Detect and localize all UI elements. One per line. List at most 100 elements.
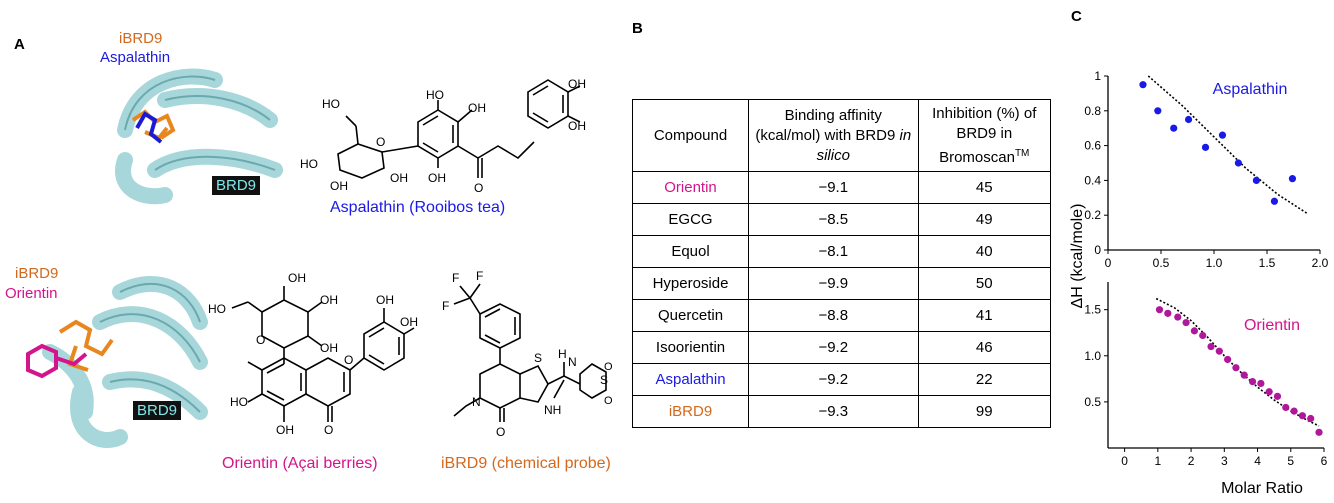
fit-curve xyxy=(1147,75,1308,215)
atom-label: S xyxy=(534,351,542,365)
cell-inhibition: 40 xyxy=(917,235,1051,268)
y-tick-label: 0.2 xyxy=(1084,208,1101,222)
atom-label: O xyxy=(474,181,483,194)
atom-label: OH xyxy=(320,341,338,355)
y-tick-label: 1.0 xyxy=(1084,349,1101,363)
data-point xyxy=(1139,81,1147,89)
cell-affinity: −9.1 xyxy=(748,171,919,204)
atom-label: O xyxy=(324,423,333,437)
top-probe-label: iBRD9 xyxy=(119,30,163,47)
cell-compound: Quercetin xyxy=(631,299,750,332)
data-point xyxy=(1315,428,1323,436)
y-tick-label: 0.5 xyxy=(1084,395,1101,409)
fit-curve xyxy=(1155,297,1320,427)
atom-label: HO xyxy=(230,395,248,409)
atom-label: O xyxy=(376,135,385,149)
header-compound: Compound xyxy=(631,99,750,172)
atom-label: O xyxy=(604,395,613,407)
y-tick-label: 0 xyxy=(1094,243,1101,257)
x-tick-label: 4 xyxy=(1254,454,1261,468)
x-tick-label: 2 xyxy=(1188,454,1195,468)
cell-affinity: −9.2 xyxy=(748,363,919,396)
bottom-protein-label: BRD9 xyxy=(133,401,182,420)
y-tick-label: 0.8 xyxy=(1084,104,1101,118)
orientin-caption: Orientin (Açai berries) xyxy=(222,455,378,472)
cell-compound: Isoorientin xyxy=(631,331,750,364)
data-point xyxy=(1240,371,1248,379)
x-tick-label: 6 xyxy=(1321,454,1328,468)
atom-label: N xyxy=(568,355,577,369)
data-point xyxy=(1174,313,1182,321)
data-point xyxy=(1257,379,1265,388)
cell-inhibition: 99 xyxy=(917,395,1051,428)
data-point xyxy=(1164,309,1172,317)
atom-label: OH xyxy=(568,119,586,133)
cell-affinity: −8.5 xyxy=(748,203,919,236)
top-protein-label: BRD9 xyxy=(212,176,261,195)
cell-compound: Aspalathin xyxy=(631,363,750,396)
cell-inhibition: 50 xyxy=(917,267,1051,300)
cell-compound: Equol xyxy=(631,235,750,268)
atom-label: HO xyxy=(322,97,340,111)
atom-label: OH xyxy=(568,77,586,91)
table-header-row: Compound Binding affinity (kcal/mol) wit… xyxy=(631,99,1051,172)
atom-label: F xyxy=(442,299,449,313)
data-point xyxy=(1190,327,1198,335)
y-tick-label: 0.6 xyxy=(1084,139,1101,153)
cell-inhibition: 49 xyxy=(917,203,1051,236)
data-point xyxy=(1270,197,1279,205)
data-point xyxy=(1184,115,1193,124)
orientin-plot-title: Orientin xyxy=(1244,317,1300,334)
protein-structure-bottom xyxy=(26,275,208,448)
ibrd9-caption: iBRD9 (chemical probe) xyxy=(441,455,611,472)
x-tick-label: 1.5 xyxy=(1259,256,1276,270)
x-axis-label: Molar Ratio xyxy=(1221,480,1303,497)
data-point xyxy=(1273,392,1282,400)
atom-label: H xyxy=(558,347,567,361)
cell-affinity: −8.1 xyxy=(748,235,919,268)
atom-label: HO xyxy=(300,157,318,171)
cell-affinity: −9.3 xyxy=(748,395,919,428)
y-tick-label: 1.5 xyxy=(1084,303,1101,317)
aspalathin-caption: Aspalathin (Rooibos tea) xyxy=(330,199,506,216)
atom-label: O xyxy=(344,353,353,367)
atom-label: OH xyxy=(320,293,338,307)
header-affinity: Binding affinity (kcal/mol) with BRD9 in… xyxy=(748,99,919,172)
data-point xyxy=(1290,407,1298,415)
data-point xyxy=(1215,347,1223,355)
cell-inhibition: 45 xyxy=(917,171,1051,204)
cell-compound: iBRD9 xyxy=(631,395,750,428)
atom-label: OH xyxy=(468,101,486,115)
atom-label: OH xyxy=(376,293,394,307)
data-point xyxy=(1282,403,1290,412)
data-point xyxy=(1307,414,1315,423)
orientin-structure: OH HO OH OH OH OH O HO O OH O xyxy=(208,271,418,437)
atom-label: HO xyxy=(426,88,444,102)
data-point xyxy=(1154,107,1162,115)
atom-label: HO xyxy=(208,302,226,316)
data-point xyxy=(1207,342,1215,351)
cell-compound: Orientin xyxy=(631,171,750,204)
data-point xyxy=(1252,176,1260,184)
cell-affinity: −9.2 xyxy=(748,331,919,364)
atom-label: OH xyxy=(390,171,408,185)
x-tick-label: 0 xyxy=(1105,256,1112,270)
bottom-ligand-label: Orientin xyxy=(5,285,58,302)
x-tick-label: 0 xyxy=(1121,454,1128,468)
cell-compound: EGCG xyxy=(631,203,750,236)
atom-label: NH xyxy=(544,403,561,417)
cell-inhibition: 46 xyxy=(917,331,1051,364)
x-tick-label: 5 xyxy=(1287,454,1294,468)
atom-label: OH xyxy=(400,315,418,329)
atom-label: O xyxy=(496,425,505,439)
header-inhibition: Inhibition (%) of BRD9 in BromoscanTM xyxy=(917,99,1051,172)
aspalathin-structure: OH OH HO OH HO O OH HO OH OH O xyxy=(300,77,586,194)
atom-label: OH xyxy=(288,271,306,285)
y-axis-label: ΔH (kcal/mole) xyxy=(1069,204,1086,309)
bottom-probe-label: iBRD9 xyxy=(15,265,59,282)
data-point xyxy=(1288,175,1297,183)
